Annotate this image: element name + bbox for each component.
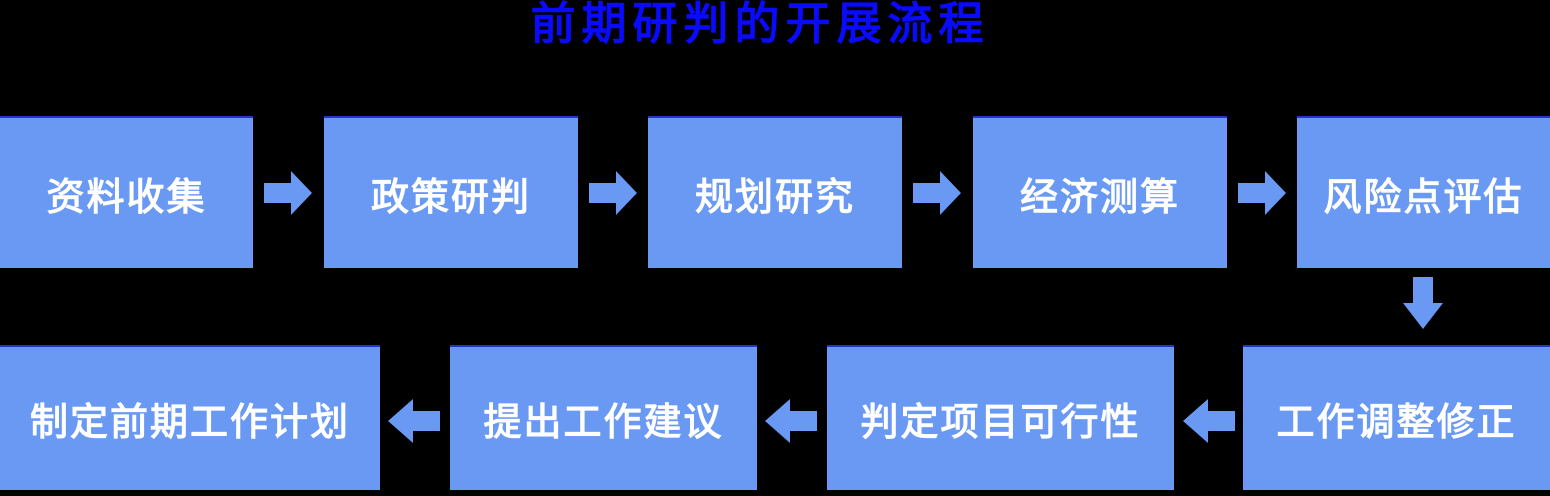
- arrow-right-icon: [264, 171, 312, 215]
- arrow-head: [291, 171, 312, 215]
- arrow-head: [765, 399, 790, 443]
- arrow-shaft: [913, 183, 940, 203]
- flow-step-data-collection: 资料收集: [0, 116, 253, 268]
- arrow-right-icon: [589, 171, 637, 215]
- arrow-shaft: [264, 183, 291, 203]
- arrow-head: [940, 171, 961, 215]
- flow-step-work-suggestions: 提出工作建议: [450, 345, 757, 490]
- arrow-head: [1183, 399, 1208, 443]
- flow-step-policy-analysis: 政策研判: [324, 116, 578, 268]
- arrow-right-icon: [1238, 171, 1286, 215]
- page-title: 前期研判的开展流程: [530, 0, 990, 49]
- arrow-shaft: [1208, 411, 1235, 431]
- arrow-left-icon: [1183, 399, 1235, 443]
- flow-step-preliminary-work-plan: 制定前期工作计划: [0, 345, 380, 490]
- arrow-left-icon: [388, 399, 440, 443]
- arrow-shaft: [1413, 277, 1433, 303]
- arrow-left-icon: [765, 399, 817, 443]
- arrow-shaft: [1238, 183, 1265, 203]
- flow-step-planning-research: 规划研究: [648, 116, 902, 268]
- flow-step-work-adjustment: 工作调整修正: [1243, 345, 1550, 490]
- arrow-head: [388, 399, 413, 443]
- flow-step-risk-assessment: 风险点评估: [1297, 116, 1550, 268]
- arrow-head: [1265, 171, 1286, 215]
- arrow-head: [1403, 303, 1443, 329]
- arrow-shaft: [790, 411, 817, 431]
- arrow-shaft: [589, 183, 616, 203]
- arrow-shaft: [413, 411, 440, 431]
- arrow-head: [616, 171, 637, 215]
- arrow-right-icon: [913, 171, 961, 215]
- arrow-down-icon: [1403, 277, 1443, 329]
- flow-step-feasibility-determination: 判定项目可行性: [827, 345, 1174, 490]
- flow-step-economic-calculation: 经济测算: [973, 116, 1227, 268]
